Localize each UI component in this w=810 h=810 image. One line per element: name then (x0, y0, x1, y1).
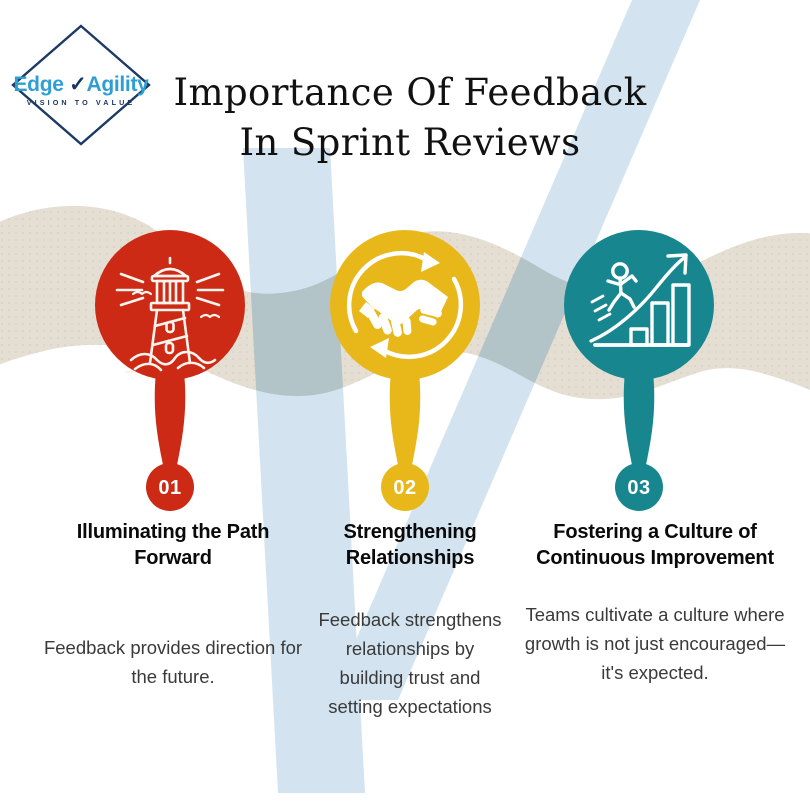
column-3-body: Teams cultivate a culture where growth i… (524, 603, 786, 684)
lighthouse-icon (115, 256, 225, 374)
handshake-icon (359, 279, 448, 337)
column-2-heading: Strengthening Relationships (343, 521, 477, 570)
logo-word-edge: Edge (13, 73, 70, 96)
logo-check-mark: ✓ (69, 73, 87, 96)
logo-hexagon-icon (11, 24, 151, 146)
pin-1-circle (95, 230, 245, 380)
badge-number-3: 03 (627, 477, 651, 499)
column-3-heading: Fostering a Culture of Continuous Improv… (536, 521, 774, 570)
cycle-arrow-head-bottom (370, 338, 389, 358)
cycle-arrow-head-top (421, 252, 440, 272)
column-2-body: Feedback strengthens relationships by bu… (318, 608, 502, 718)
column-2: Strengthening Relationships Feedback str… (315, 519, 505, 722)
cycle-arrows-icon (346, 250, 464, 360)
logo-tagline: VISION TO VALUE (26, 98, 136, 107)
column-1-heading: Illuminating the Path Forward (76, 521, 270, 570)
badge-number-2: 02 (393, 477, 417, 499)
pin-card-1[interactable] (95, 230, 245, 511)
badge-number-1: 01 (158, 477, 182, 499)
growth-chart-icon (589, 253, 691, 347)
column-1: Illuminating the Path Forward Feedback p… (38, 519, 308, 691)
brand-logo: Edge ✓Agility VISION TO VALUE (8, 22, 154, 148)
column-3: Fostering a Culture of Continuous Improv… (519, 519, 791, 687)
page-title: Importance Of Feedback In Sprint Reviews (173, 71, 647, 164)
logo-wordmark: Edge ✓Agility (8, 74, 154, 95)
logo-word-agility: Agility (86, 73, 149, 96)
pin-card-3[interactable] (564, 230, 714, 511)
pin-card-2[interactable] (330, 0, 700, 700)
pin-2-badge (381, 463, 429, 511)
column-1-body: Feedback provides direction for the futu… (43, 636, 303, 687)
pin-1-badge (146, 463, 194, 511)
pin-3-badge (615, 463, 663, 511)
